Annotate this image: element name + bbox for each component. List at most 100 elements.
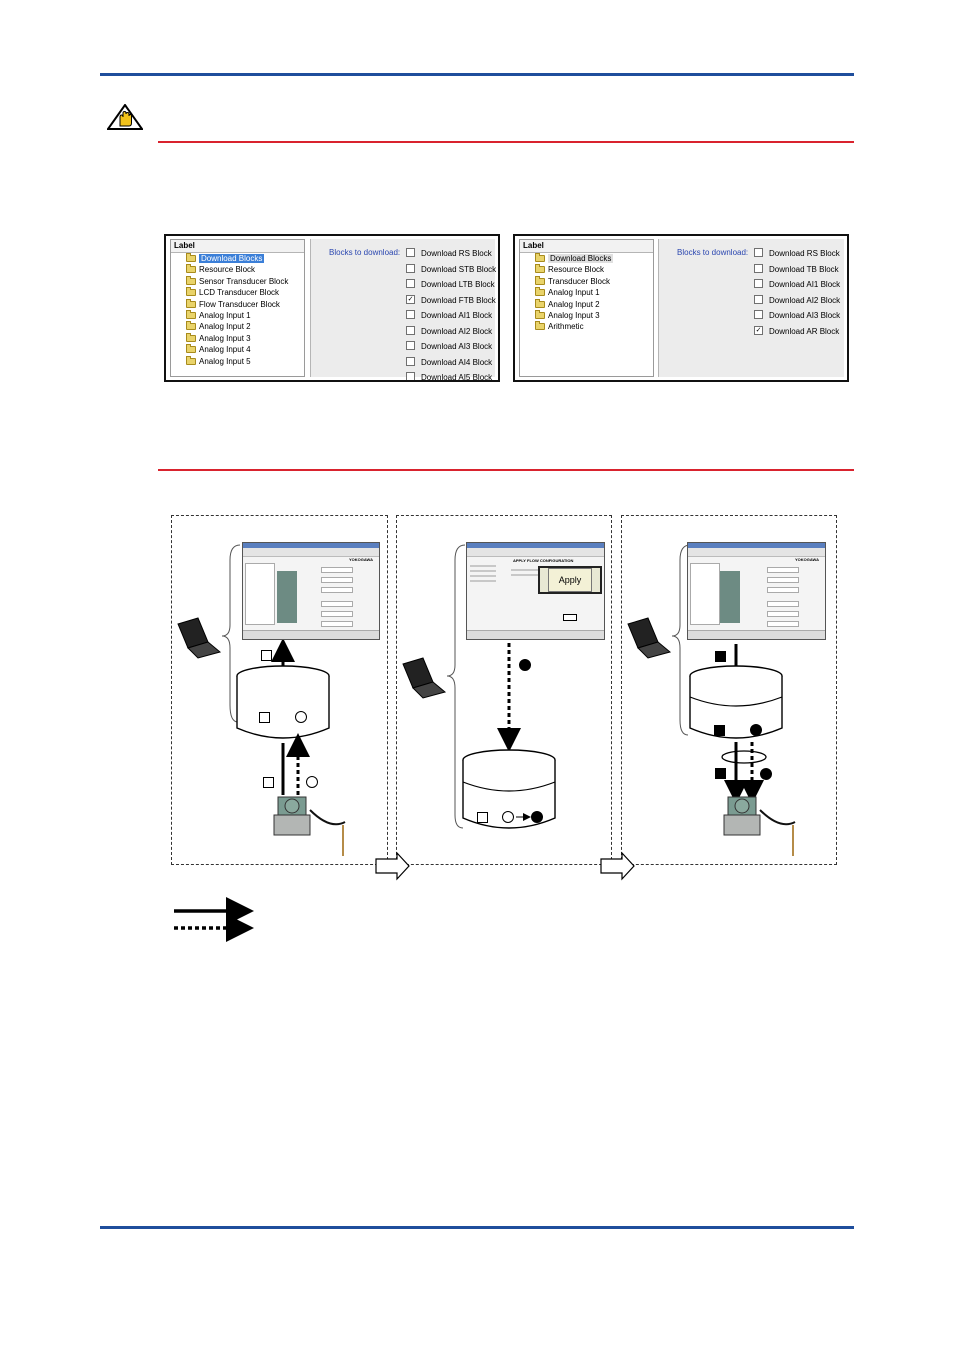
tree-item[interactable]: Analog Input 4 xyxy=(171,344,304,355)
tree-item[interactable]: Download Blocks xyxy=(171,253,304,264)
tree-item-label: Analog Input 3 xyxy=(548,310,600,320)
download-block-option[interactable]: Download RS Block xyxy=(406,248,492,260)
checkbox[interactable] xyxy=(754,279,763,289)
checkbox-label: Download AI5 Block xyxy=(421,373,493,382)
checkbox-label: Download AR Block xyxy=(769,326,840,336)
checkbox[interactable] xyxy=(406,279,415,289)
caution-rule-top xyxy=(158,141,854,143)
checkbox[interactable] xyxy=(406,356,415,366)
step-panel-2 xyxy=(396,515,612,865)
filled-square-symbol xyxy=(715,651,726,662)
download-block-option[interactable]: Download AI2 Block xyxy=(406,325,492,338)
blocks-to-download-label: Blocks to download: xyxy=(677,248,749,257)
software-screen-3: YOKOGAWA xyxy=(687,542,826,640)
tree-item[interactable]: Arithmetic xyxy=(520,321,653,332)
folder-icon xyxy=(186,344,196,354)
tree-item[interactable]: Resource Block xyxy=(171,264,304,275)
folder-icon xyxy=(535,275,545,285)
download-block-option[interactable]: Download STB Block xyxy=(406,263,496,276)
checkbox-label: Download AI2 Block xyxy=(769,295,841,305)
folder-icon xyxy=(535,298,545,308)
circle-symbol xyxy=(502,811,514,823)
device-memory-cylinder-1 xyxy=(236,665,330,739)
laptop-icon-2 xyxy=(402,657,447,699)
footer-rule xyxy=(100,1226,854,1229)
checkbox[interactable] xyxy=(406,341,415,351)
tree-item-label: Transducer Block xyxy=(548,276,610,286)
checkbox-checked[interactable]: ✓ xyxy=(754,325,763,335)
tree-item-label: Resource Block xyxy=(548,265,605,275)
download-block-option[interactable]: Download AI2 Block xyxy=(754,294,841,307)
device-photo xyxy=(277,571,297,623)
apply-button[interactable]: Apply xyxy=(538,566,602,594)
checkbox-label: Download AI3 Block xyxy=(421,342,493,351)
header-rule xyxy=(100,73,854,76)
step-panel-3 xyxy=(621,515,837,865)
download-block-option[interactable]: Download TB Block xyxy=(754,263,839,276)
tree-item[interactable]: Analog Input 2 xyxy=(520,298,653,310)
checkbox[interactable] xyxy=(754,263,763,273)
checkbox[interactable] xyxy=(406,248,415,258)
tree-item[interactable]: Download Blocks xyxy=(520,253,653,264)
folder-icon xyxy=(535,253,545,262)
download-block-option[interactable]: Download AI3 Block xyxy=(754,310,840,322)
checkbox-label: Download AI4 Block xyxy=(421,357,493,367)
checkbox-label: Download FTB Block xyxy=(421,295,496,305)
tree-item-label: Analog Input 2 xyxy=(199,322,251,332)
laptop-icon-1 xyxy=(177,617,222,659)
checkbox[interactable] xyxy=(406,263,415,273)
tree-header: Label xyxy=(171,240,304,253)
download-block-option[interactable]: Download AI3 Block xyxy=(406,341,492,353)
checkbox[interactable] xyxy=(406,310,415,320)
tree-item[interactable]: LCD Transducer Block xyxy=(171,287,304,298)
tree-item-label: Analog Input 1 xyxy=(199,310,251,320)
download-block-option[interactable]: Download AI1 Block xyxy=(406,310,492,322)
tree-item-label: Analog Input 2 xyxy=(548,299,600,309)
download-block-option[interactable]: Download LTB Block xyxy=(406,279,495,291)
tree-item[interactable]: Analog Input 1 xyxy=(171,309,304,321)
checkbox-label: Download AI1 Block xyxy=(421,311,493,320)
tree-item-label: Sensor Transducer Block xyxy=(199,276,289,286)
tree-item[interactable]: Analog Input 5 xyxy=(171,355,304,367)
checkbox[interactable] xyxy=(754,310,763,320)
checkbox-checked[interactable]: ✓ xyxy=(406,294,415,304)
folder-icon xyxy=(186,287,196,297)
tree-item[interactable]: Transducer Block xyxy=(520,275,653,287)
tree-item[interactable]: Resource Block xyxy=(520,264,653,275)
tree-item[interactable]: Analog Input 1 xyxy=(520,287,653,298)
download-block-option[interactable]: Download AI1 Block xyxy=(754,279,840,291)
transmitter-icon-1 xyxy=(273,796,346,856)
tree-item[interactable]: Flow Transducer Block xyxy=(171,298,304,310)
filled-circle-symbol xyxy=(760,768,772,780)
tree-item[interactable]: Analog Input 3 xyxy=(520,309,653,321)
tree-item[interactable]: Sensor Transducer Block xyxy=(171,275,304,287)
circle-symbol xyxy=(306,776,318,788)
caution-rule-bottom xyxy=(158,469,854,471)
checkbox[interactable] xyxy=(406,372,415,380)
checkbox[interactable] xyxy=(754,248,763,258)
brand-logo: YOKOGAWA xyxy=(349,557,374,562)
tree-item[interactable]: Analog Input 3 xyxy=(171,332,304,344)
download-block-option[interactable]: Download AI5 Block xyxy=(406,372,493,382)
folder-icon xyxy=(186,275,196,285)
apply-flow-configuration-title: APPLY FLOW CONFIGURATION xyxy=(513,558,574,563)
tree-item-label: Analog Input 1 xyxy=(548,288,600,298)
filled-circle-symbol xyxy=(750,724,762,736)
download-block-option[interactable]: ✓ Download AR Block xyxy=(754,325,840,338)
tree-item-label: Flow Transducer Block xyxy=(199,299,280,309)
tree-item[interactable]: Analog Input 2 xyxy=(171,321,304,332)
checkbox[interactable] xyxy=(406,325,415,335)
folder-icon xyxy=(186,253,196,262)
checkbox[interactable] xyxy=(754,294,763,304)
apply-button-small[interactable] xyxy=(563,614,577,621)
download-block-option[interactable]: Download AI4 Block xyxy=(406,356,493,369)
checkbox-label: Download LTB Block xyxy=(421,280,495,289)
folder-icon xyxy=(186,332,196,342)
download-block-option[interactable]: Download RS Block xyxy=(754,248,840,260)
download-block-option[interactable]: ✓ Download FTB Block xyxy=(406,294,496,307)
